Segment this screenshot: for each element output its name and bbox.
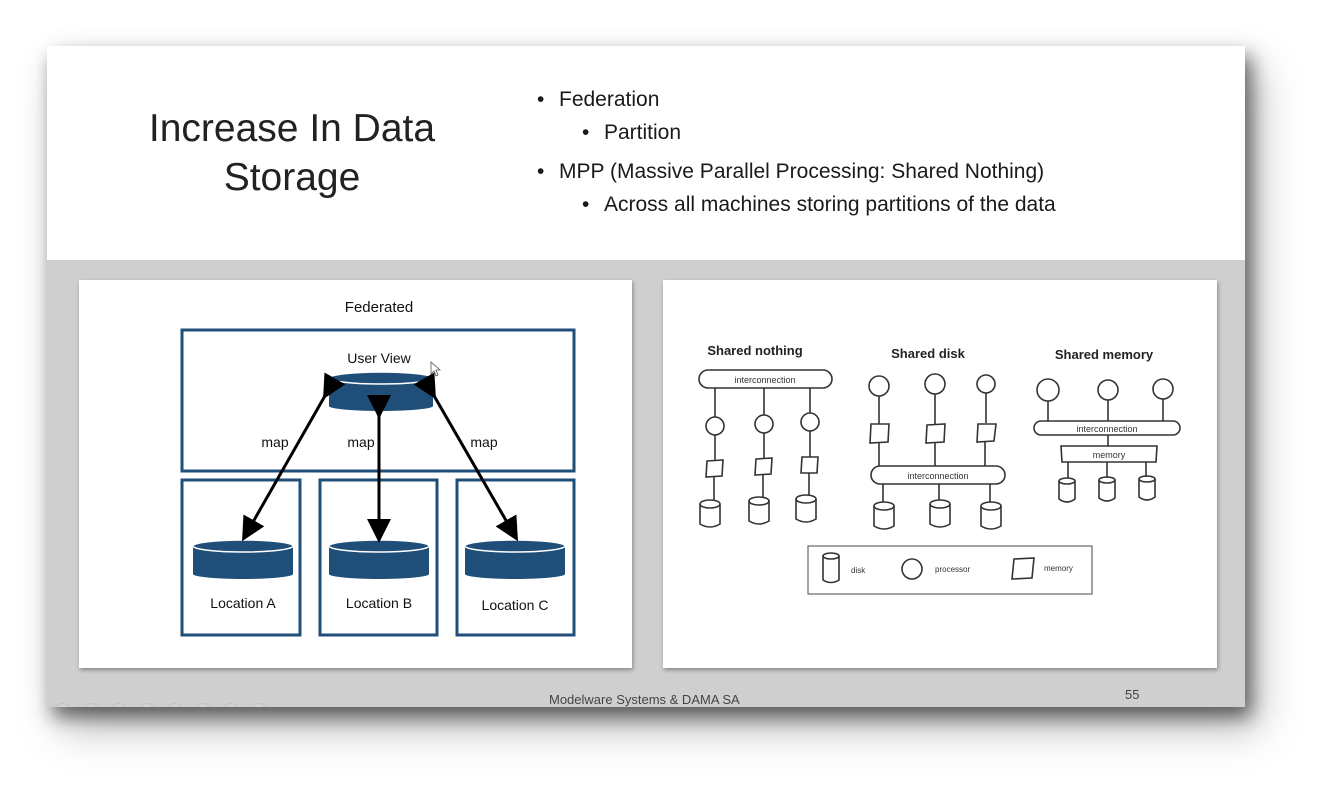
bullet-text: Partition [604,121,682,144]
map-label-a: map [261,434,288,450]
bullet-mpp: •MPP (Massive Parallel Processing: Share… [537,160,1045,183]
bullet-text: MPP (Massive Parallel Processing: Shared… [559,160,1045,183]
shared-disk-title: Shared disk [891,346,965,361]
map-label-c: map [470,434,497,450]
zoom-icon[interactable]: ⌕ [194,703,212,707]
map-arrow-c [413,372,519,542]
shared-memory-title: Shared memory [1055,347,1154,362]
shared-memory-diagram [1033,378,1181,503]
user-view-label: User View [347,350,411,366]
shared-nothing-diagram [698,369,833,528]
location-a-box [180,478,302,637]
page-number: 55 [1125,687,1140,702]
legend-memory-label: memory [1044,564,1073,573]
legend-processor-label: processor [935,565,970,574]
bullet-text: Federation [559,88,660,111]
federated-title: Federated [345,299,413,316]
slides-icon[interactable]: ▦ [166,703,184,707]
interconnection-label-disk: interconnection [907,471,968,481]
cursor-icon [430,361,442,377]
user-view-db-icon [328,371,434,411]
interconnection-label-nothing: interconnection [734,375,795,385]
highlighter-icon[interactable]: ⁄ [138,703,156,707]
bullet-across-machines: •Across all machines storing partitions … [582,193,1056,216]
legend-disk-label: disk [851,566,866,575]
location-b-db-icon [328,539,430,579]
more-icon[interactable]: ⋯ [250,703,268,707]
prev-icon[interactable]: ◀ [54,703,72,707]
location-a-db-icon [192,539,294,579]
slide-footer: Modelware Systems & DAMA SA [549,692,740,707]
bullet-partition: •Partition [582,121,682,144]
shared-disk-diagram [868,373,1006,530]
location-b-label: Location B [346,595,412,611]
subtitle-icon[interactable]: ▭ [222,703,240,707]
shared-nothing-title: Shared nothing [707,343,802,358]
slide-figures-area: Federated User View [47,260,1245,707]
interconnection-label-memory: interconnection [1076,424,1137,434]
memory-label: memory [1093,450,1126,460]
map-arrow-a [242,372,346,542]
location-c-label: Location C [482,597,549,613]
bullet-federation: •Federation [537,88,660,111]
architecture-diagram: Shared nothing Shared disk Shared memory… [663,280,1217,668]
federated-diagram: Federated User View [79,280,632,668]
pen-icon[interactable]: ✎ [110,703,128,707]
map-label-b: map [347,434,374,450]
bullet-text: Across all machines storing partitions o… [604,193,1056,216]
legend [807,545,1093,595]
play-icon[interactable]: ▶ [82,703,100,707]
location-c-db-icon [464,539,566,579]
location-a-label: Location A [210,595,276,611]
